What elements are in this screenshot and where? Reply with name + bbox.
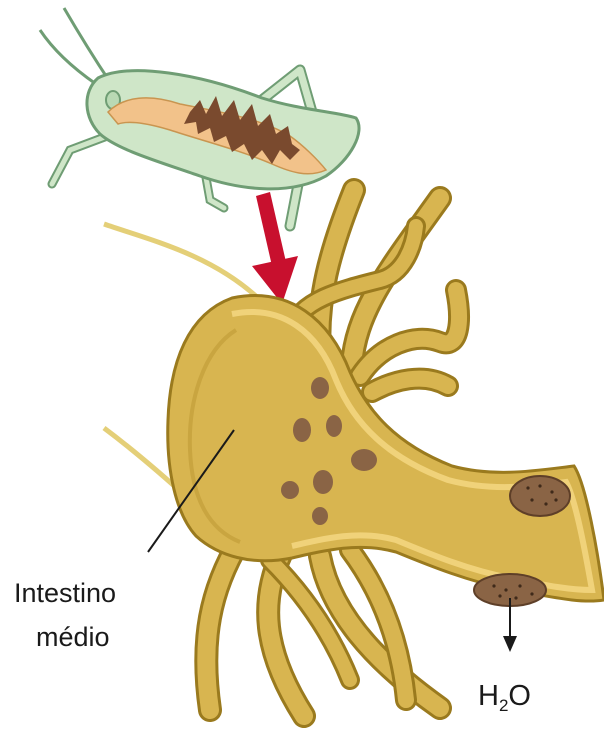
tubule (206, 540, 240, 710)
insect-antenna (64, 8, 110, 82)
water-label: H2O (478, 682, 531, 714)
water-label-o: O (508, 680, 531, 712)
insect-antenna (40, 30, 96, 84)
hindgut-patch (510, 476, 570, 516)
water-label-h: H (478, 680, 499, 712)
insect (40, 8, 359, 226)
water-label-subscript: 2 (499, 696, 508, 715)
thin-tubule (104, 224, 258, 298)
arrow-shaft (256, 192, 286, 266)
midgut-label-line1: Intestino (14, 580, 116, 607)
midgut-label-line2: médio (36, 624, 110, 651)
